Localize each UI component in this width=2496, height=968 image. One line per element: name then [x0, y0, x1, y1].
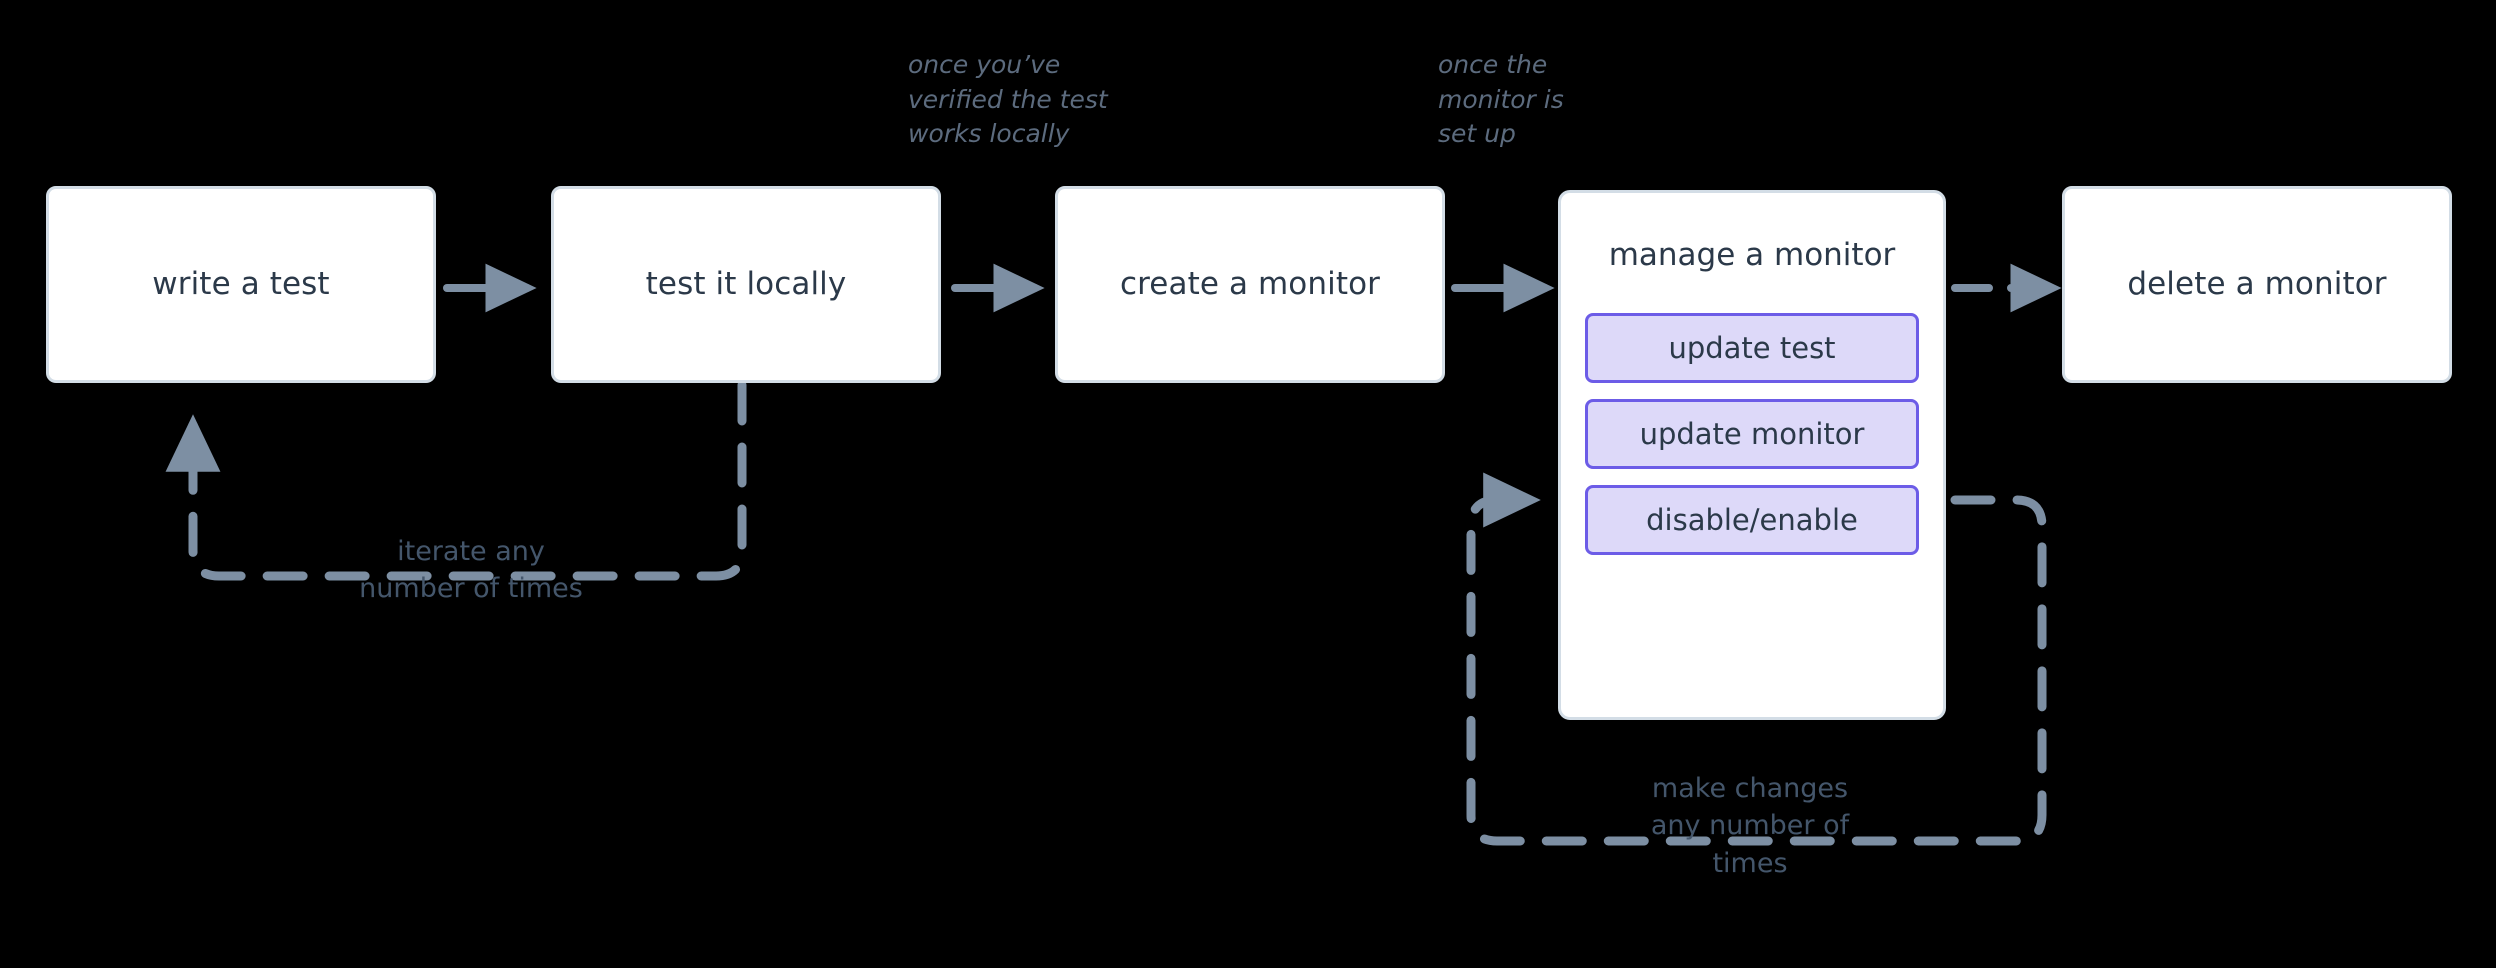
subnode-label-update-test: update test [1668, 331, 1836, 365]
node-manage-a-monitor[interactable]: manage a monitor update test update moni… [1558, 190, 1946, 720]
subnode-label-update-monitor: update monitor [1639, 417, 1865, 451]
node-label-create-a-monitor: create a monitor [1120, 265, 1380, 302]
subnode-label-disable-enable: disable/enable [1646, 503, 1858, 537]
node-delete-a-monitor[interactable]: delete a monitor [2062, 186, 2452, 383]
subnode-update-test[interactable]: update test [1585, 313, 1919, 383]
node-test-it-locally[interactable]: test it locally [551, 186, 941, 383]
manage-a-monitor-actions: update test update monitor disable/enabl… [1585, 313, 1919, 555]
node-label-test-it-locally: test it locally [645, 265, 847, 302]
node-label-write-a-test: write a test [152, 265, 330, 302]
node-label-manage-a-monitor: manage a monitor [1608, 237, 1896, 273]
subnode-disable-enable[interactable]: disable/enable [1585, 485, 1919, 555]
subnode-update-monitor[interactable]: update monitor [1585, 399, 1919, 469]
edge-note-verified-locally: once you’ve verified the test works loca… [908, 50, 1108, 148]
node-label-delete-a-monitor: delete a monitor [2127, 265, 2387, 302]
node-create-a-monitor[interactable]: create a monitor [1055, 186, 1445, 383]
loop-label-make-changes: make changes any number of times [1650, 773, 1850, 879]
node-write-a-test[interactable]: write a test [46, 186, 436, 383]
edge-note-monitor-set-up: once the monitor is set up [1438, 50, 1564, 148]
loop-label-iterate: iterate any number of times [359, 536, 583, 605]
